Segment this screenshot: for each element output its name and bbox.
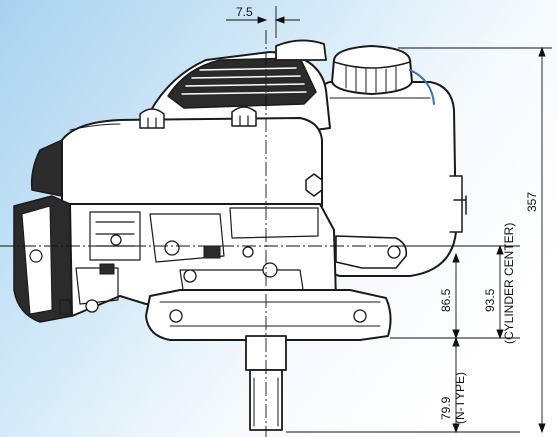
cylinder-center-height-label: 93.5 (483, 288, 497, 312)
cylinder-center-note: (CYLINDER CENTER) (502, 223, 516, 344)
dimension-lines (0, 6, 552, 437)
shaft-center-height-label: 86.5 (439, 288, 453, 312)
shaft-type-note: (N-TYPE) (453, 372, 467, 424)
shaft-length-label: 79.9 (439, 396, 453, 420)
offset-7-5-label: 7.5 (236, 5, 253, 19)
dimension-labels: 7.5 357 86.5 93.5 (CYLINDER CENTER) 79.9… (236, 5, 539, 424)
engine-illustration (13, 39, 467, 431)
overall-height-label: 357 (525, 192, 539, 212)
